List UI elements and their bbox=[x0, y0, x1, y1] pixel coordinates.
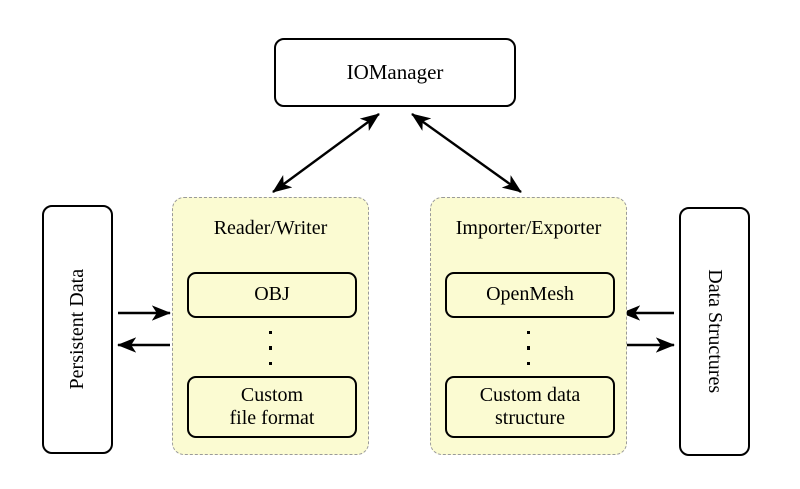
reader-writer-panel-title: Reader/Writer bbox=[213, 217, 328, 239]
persistent-data-label: Persistent Data bbox=[66, 269, 89, 390]
data-structures-node[interactable]: Data Structures bbox=[679, 207, 750, 456]
reader-writer-item-obj-label: OBJ bbox=[254, 283, 290, 306]
arrow-manager-reader-writer bbox=[272, 113, 380, 193]
persistent-data-node[interactable]: Persistent Data bbox=[42, 205, 113, 454]
arrow-manager-importer-exporter bbox=[411, 113, 522, 193]
importer-exporter-item-custom-data-structure[interactable]: Custom data structure bbox=[445, 376, 615, 438]
iomanager-label: IOManager bbox=[346, 59, 444, 84]
data-structures-label: Data Structures bbox=[703, 269, 726, 394]
importer-exporter-item-custom-line2: structure bbox=[495, 407, 565, 429]
reader-writer-item-custom-line2: file format bbox=[229, 407, 315, 429]
importer-exporter-panel[interactable]: Importer/Exporter OpenMesh Custom data s… bbox=[430, 197, 627, 455]
reader-writer-ellipsis-icon bbox=[173, 331, 368, 365]
importer-exporter-ellipsis-icon bbox=[431, 331, 626, 365]
reader-writer-panel[interactable]: Reader/Writer OBJ Custom file format bbox=[172, 197, 369, 455]
reader-writer-item-custom-line1: Custom bbox=[240, 383, 304, 406]
reader-writer-item-custom-file-format[interactable]: Custom file format bbox=[187, 376, 357, 438]
reader-writer-item-obj[interactable]: OBJ bbox=[187, 272, 357, 318]
importer-exporter-item-custom-line1: Custom data bbox=[479, 383, 581, 406]
importer-exporter-panel-title: Importer/Exporter bbox=[455, 217, 602, 239]
iomanager-node[interactable]: IOManager bbox=[274, 38, 516, 107]
importer-exporter-item-openmesh-label: OpenMesh bbox=[486, 283, 574, 306]
importer-exporter-item-openmesh[interactable]: OpenMesh bbox=[445, 272, 615, 318]
